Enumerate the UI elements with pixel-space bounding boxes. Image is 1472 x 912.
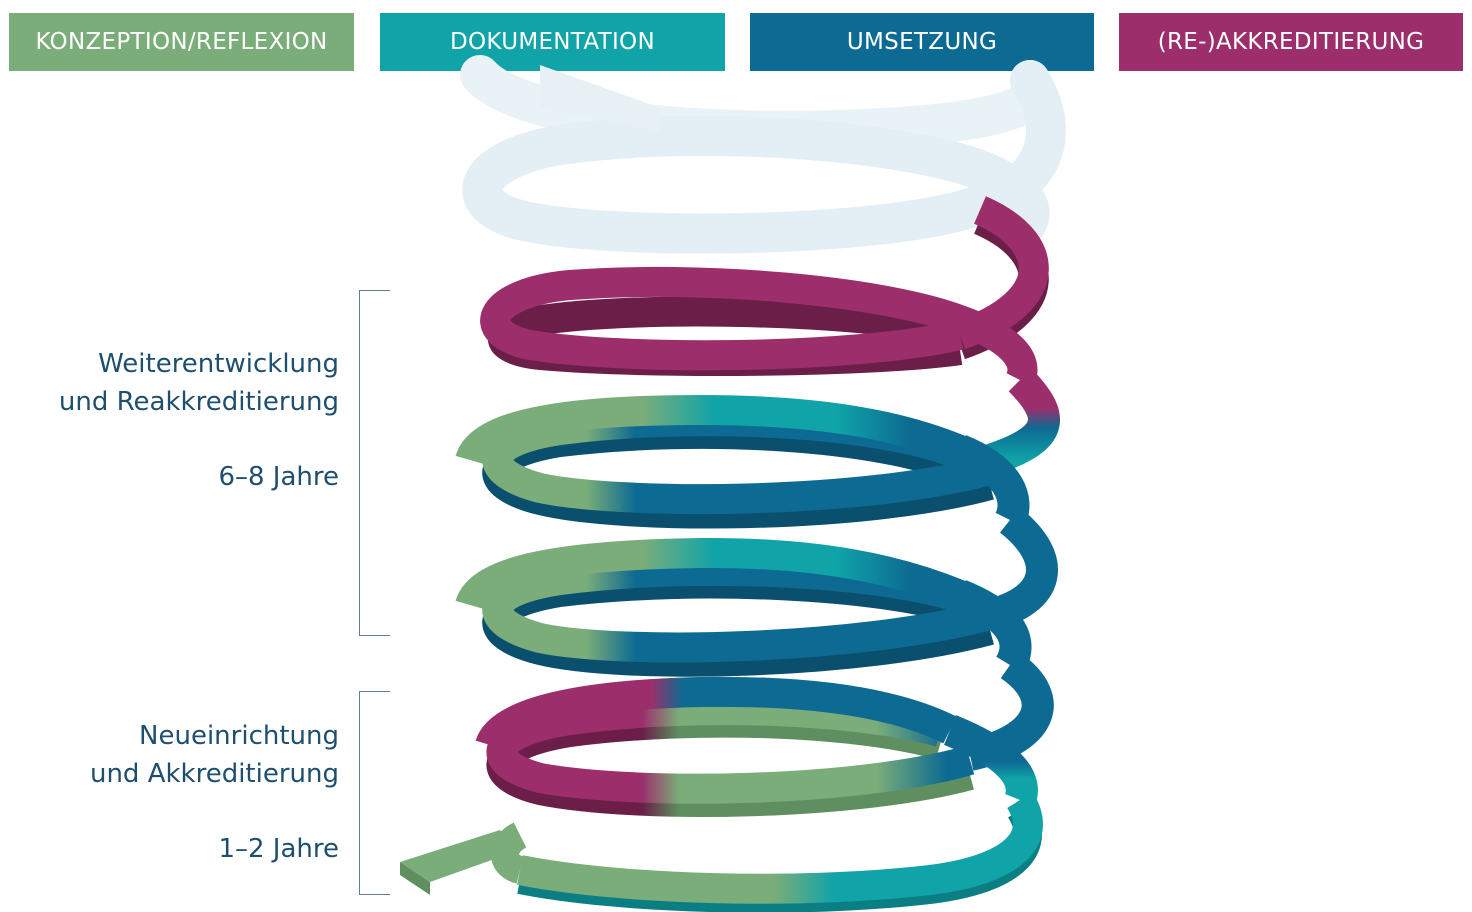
phase-line2: und Akkreditierung (89, 759, 339, 789)
legend-re-akkreditierung: (RE-)AKKREDITIERUNG (1119, 13, 1463, 71)
legend-label: UMSETZUNG (846, 29, 998, 55)
bracket-neueinrichtung (359, 691, 390, 895)
phase-weiterentwicklung-title: Weiterentwicklung und Reakkreditierung (59, 345, 339, 421)
phase-line2: und Reakkreditierung (58, 387, 339, 417)
phase-weiterentwicklung-duration: 6–8 Jahre (218, 462, 339, 492)
phase-neueinrichtung-title: Neueinrichtung und Akkreditierung (90, 717, 339, 793)
phase-line1: Neueinrichtung (139, 721, 339, 751)
legend-dokumentation: DOKUMENTATION (380, 13, 725, 71)
legend-label: KONZEPTION/REFLEXION (35, 29, 328, 55)
phase-line1: Weiterentwicklung (98, 349, 339, 379)
phase-neueinrichtung-duration: 1–2 Jahre (218, 834, 339, 864)
legend-konzeption-reflexion: KONZEPTION/REFLEXION (9, 13, 354, 71)
coil-turn-3 (455, 507, 1058, 677)
legend-label: (RE-)AKKREDITIERUNG (1157, 29, 1425, 55)
start-arrow (400, 830, 520, 882)
coil-turn-2 (455, 368, 1060, 529)
coil-turn-4 (475, 651, 1054, 817)
bracket-weiterentwicklung (359, 290, 390, 636)
start-arrow-side (400, 862, 430, 895)
coil-turn-top-purple (480, 196, 1049, 387)
future-arrow-head (540, 65, 660, 132)
legend-label: DOKUMENTATION (450, 29, 655, 55)
